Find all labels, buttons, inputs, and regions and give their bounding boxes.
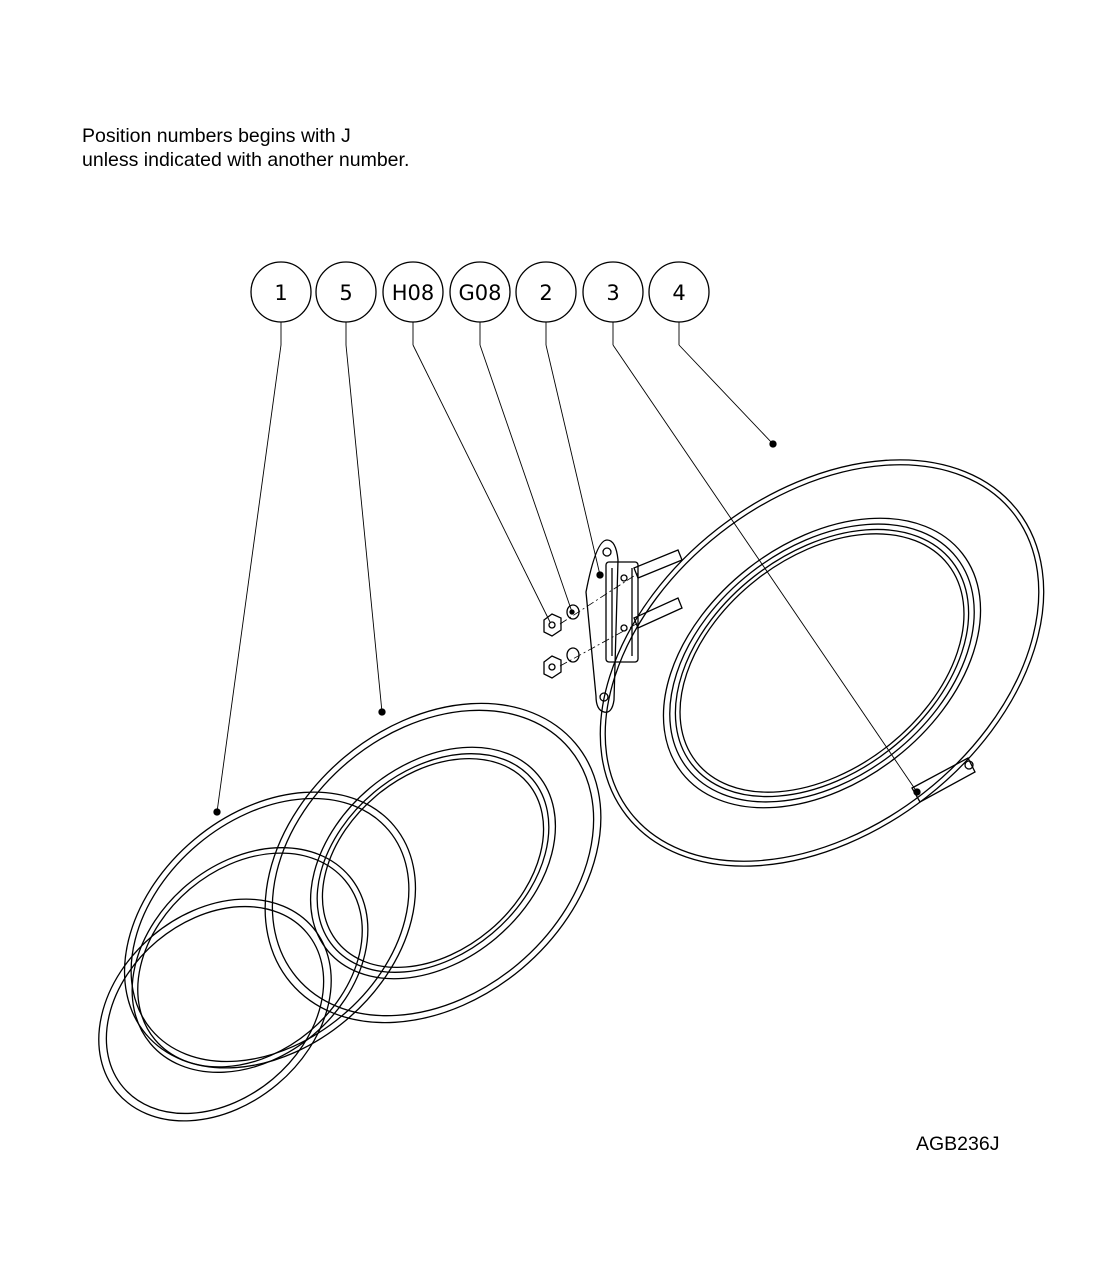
leader-lines	[216, 322, 918, 813]
callout-H08: H08	[382, 261, 444, 323]
part-4-door-frame	[599, 459, 1045, 867]
part-3-handle-pin	[911, 757, 976, 803]
drawing-code: AGB236J	[916, 1133, 1000, 1155]
part-H08-nuts	[543, 613, 562, 679]
callout-3-label: 3	[606, 281, 619, 305]
callout-3: 3	[582, 261, 644, 323]
part-5-marker	[378, 708, 386, 716]
callout-1: 1	[250, 261, 312, 323]
part-G08-washers	[566, 604, 580, 663]
callout-G08-label: G08	[459, 281, 502, 305]
callout-5-label: 5	[339, 281, 352, 305]
callout-1-label: 1	[274, 281, 287, 305]
note-line-2: unless indicated with another number.	[82, 149, 410, 171]
callout-4-label: 4	[672, 281, 685, 305]
part-2-hinge-bracket	[585, 539, 639, 713]
callout-4: 4	[648, 261, 710, 323]
part-4-marker	[769, 440, 777, 448]
hinge-bolts	[633, 549, 683, 629]
callout-2: 2	[515, 261, 577, 323]
callout-H08-label: H08	[392, 281, 435, 305]
assembly-centerlines	[559, 571, 641, 667]
part-5-door-gasket	[264, 702, 602, 1024]
part-1-marker	[213, 808, 221, 816]
part-1-door-glass	[98, 791, 417, 1122]
callout-G08: G08	[449, 261, 511, 323]
callout-5: 5	[315, 261, 377, 323]
callout-2-label: 2	[539, 281, 552, 305]
note-line-1: Position numbers begins with J	[82, 125, 351, 147]
instruction-note: Position numbers begins with J unless in…	[82, 124, 409, 172]
